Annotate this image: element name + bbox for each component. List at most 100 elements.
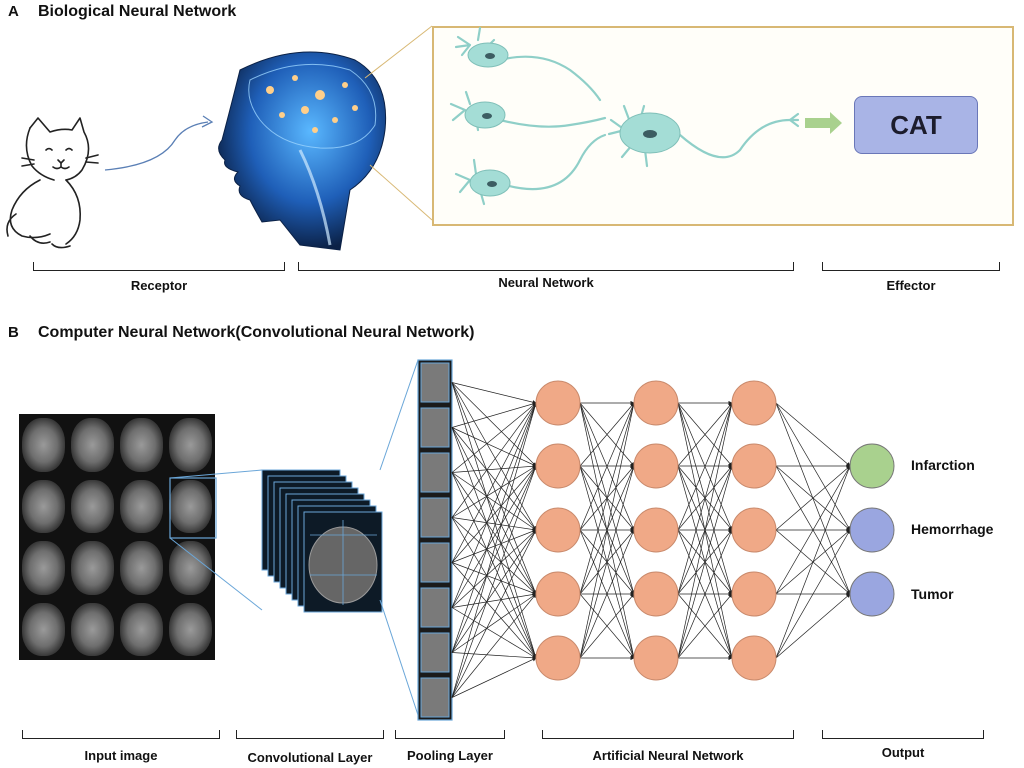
hidden-node (633, 380, 679, 426)
neural-network-caption: Neural Network (498, 275, 594, 290)
edge (451, 472, 537, 659)
output-node (849, 507, 895, 553)
edge (451, 562, 537, 659)
edge (451, 472, 537, 595)
edge (579, 402, 636, 595)
hidden-node (731, 571, 777, 617)
output-node (849, 443, 895, 489)
edge (775, 402, 851, 467)
receptor-caption: Receptor (130, 278, 188, 293)
edge (451, 402, 537, 653)
mri-scan-cell (120, 418, 163, 472)
hidden-node (633, 635, 679, 681)
receptor-brace (33, 262, 285, 271)
edge (677, 402, 734, 659)
edge (677, 593, 733, 659)
hidden-node (633, 443, 679, 489)
connector-line (169, 469, 263, 479)
mri-scan-cell (71, 418, 114, 472)
mri-scan-cell (71, 602, 114, 656)
edge (677, 402, 734, 595)
connector-line (379, 599, 419, 716)
edge (579, 593, 635, 659)
mri-scan-cell (71, 541, 114, 595)
edge (775, 593, 851, 659)
edge (451, 402, 537, 563)
edge (451, 382, 537, 659)
pooling-cell (420, 497, 450, 538)
hidden-node (633, 507, 679, 553)
edge (451, 529, 537, 608)
edge (451, 465, 537, 518)
pooling-cell (420, 632, 450, 673)
edge (451, 652, 537, 660)
edge (451, 401, 537, 428)
edge (677, 402, 733, 467)
edge (451, 593, 537, 698)
input-image-grid (19, 414, 215, 660)
edge (451, 657, 537, 698)
effector-brace (822, 262, 1000, 271)
edge (451, 517, 537, 659)
conv-brace (236, 730, 384, 739)
hidden-node (535, 443, 581, 489)
edge (451, 402, 537, 518)
effector-caption: Effector (886, 278, 936, 293)
output-caption: Output (881, 745, 925, 760)
edge (451, 607, 537, 659)
edge (451, 427, 537, 595)
edge (451, 465, 537, 608)
edge (775, 529, 851, 659)
section-a-letter: A (8, 3, 19, 20)
output-label-infarction: Infarction (911, 457, 975, 473)
mri-scan-cell (169, 418, 212, 472)
mri-scan-cell (120, 541, 163, 595)
neural-network-brace (298, 262, 794, 271)
edge (451, 427, 537, 467)
mri-scan-cell (120, 602, 163, 656)
connector-line (169, 537, 263, 611)
section-b-title: Computer Neural Network(Convolutional Ne… (38, 324, 475, 341)
edge (451, 517, 537, 595)
edge (451, 529, 537, 563)
edge (451, 465, 537, 653)
hidden-node (731, 443, 777, 489)
edge (579, 402, 636, 659)
edge (451, 593, 537, 653)
effector-cat-box: CAT (854, 96, 978, 154)
edge (451, 592, 537, 608)
edge (775, 465, 851, 659)
edge (451, 465, 537, 563)
output-brace (822, 730, 984, 739)
output-node (849, 571, 895, 617)
mri-scan-cell (22, 418, 65, 472)
mri-scan-cell (71, 479, 114, 533)
hidden-node (731, 507, 777, 553)
edge (775, 465, 851, 595)
edge (677, 529, 733, 659)
edge (451, 382, 537, 595)
output-label-hemorrhage: Hemorrhage (911, 521, 994, 537)
output-label-tumor: Tumor (911, 586, 954, 602)
hidden-node (535, 635, 581, 681)
edge (775, 402, 851, 595)
edge (451, 402, 538, 698)
edge (451, 465, 537, 698)
section-b-letter: B (8, 324, 19, 341)
input-brace (22, 730, 220, 739)
edge (451, 562, 537, 595)
conv-caption: Convolutional Layer (247, 750, 373, 765)
pooling-cell (420, 542, 450, 583)
hidden-node (731, 635, 777, 681)
edge (451, 402, 537, 473)
edge (775, 465, 851, 531)
section-a-title: Biological Neural Network (38, 3, 237, 20)
edge (451, 427, 537, 659)
hidden-node (633, 571, 679, 617)
pool-brace (395, 730, 505, 739)
edge (579, 529, 635, 659)
